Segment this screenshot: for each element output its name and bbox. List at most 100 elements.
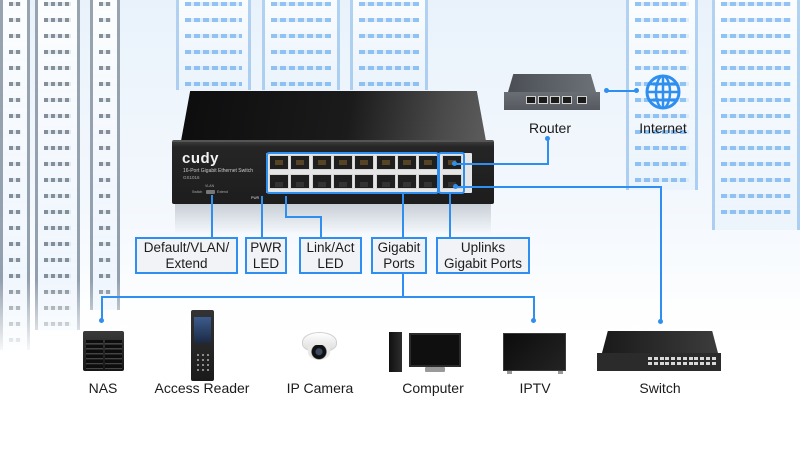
rack-shelf	[99, 162, 111, 166]
rack-shelf	[44, 2, 71, 6]
switch-port	[694, 357, 699, 360]
dip-switch-label: VLAN	[205, 184, 215, 188]
switch-port	[706, 362, 710, 365]
tv-screen	[503, 333, 566, 371]
rack-shelf	[44, 18, 71, 22]
rack-shelf	[271, 66, 331, 70]
connector-line	[285, 216, 322, 218]
rack-shelf	[44, 50, 71, 54]
connector-line	[211, 195, 213, 238]
rack-shelf	[44, 34, 71, 38]
rack-shelf	[359, 66, 419, 70]
callout-text: LED	[317, 255, 344, 271]
rack-shelf	[99, 178, 111, 182]
connector-dot	[452, 161, 457, 166]
rack-shelf	[44, 258, 71, 262]
connector-line	[320, 216, 322, 238]
connector-dot	[531, 318, 536, 323]
tv-leg	[558, 371, 563, 374]
rack-shelf	[99, 98, 111, 102]
gigabit-port	[354, 174, 375, 189]
nas-icon	[83, 331, 124, 371]
rack-shelf	[9, 242, 21, 246]
access-reader-icon	[191, 310, 214, 381]
gigabit-port	[311, 174, 332, 189]
switch-port	[665, 357, 670, 360]
tv-leg	[507, 371, 512, 374]
connector-dot	[604, 88, 609, 93]
drive-bay	[105, 355, 122, 359]
reader-screen	[194, 317, 211, 343]
connector-line	[660, 186, 662, 321]
callout-text: Gigabit	[377, 239, 421, 255]
rack-shelf	[99, 18, 111, 22]
rack-shelf	[9, 66, 21, 70]
rack-shelf	[9, 178, 21, 182]
switch-port	[671, 357, 676, 360]
rack-shelf	[9, 162, 21, 166]
connector-line	[285, 196, 287, 218]
callout-text: Link/Act	[306, 239, 355, 255]
rack-shelf	[44, 98, 71, 102]
rack-shelf	[185, 82, 242, 86]
switch-top	[602, 331, 718, 353]
keypad-key	[207, 369, 209, 371]
gigabit-port	[269, 155, 289, 170]
model-description: 16-Port Gigabit Ethernet Switch	[183, 168, 254, 174]
device-label-computer: Computer	[402, 380, 464, 396]
connector-line	[606, 90, 636, 92]
vlan-dip-switch[interactable]	[206, 190, 215, 194]
rack-shelf	[185, 66, 242, 70]
model-code: GS1016	[183, 175, 200, 180]
rack-shelf	[99, 2, 111, 6]
rack-shelf	[99, 194, 111, 198]
callout-link-act-led: Link/Act LED	[299, 237, 362, 274]
rack-shelf	[185, 50, 242, 54]
switch-port	[706, 357, 710, 360]
switch-port	[700, 362, 705, 365]
rack-shelf	[635, 34, 689, 38]
callout-text: LED	[252, 255, 280, 271]
connector-line	[101, 296, 535, 298]
router-port	[562, 96, 572, 104]
rack-shelf	[721, 34, 791, 38]
router-port	[577, 96, 587, 104]
switch-port	[682, 362, 687, 365]
switch-port	[711, 357, 716, 360]
callout-uplink-ports: Uplinks Gigabit Ports	[436, 237, 530, 274]
rack-shelf	[359, 18, 419, 22]
rack-shelf	[721, 130, 791, 134]
uplink-ports-frame	[438, 152, 465, 194]
callout-dip-switch: Default/VLAN/ Extend	[135, 237, 238, 274]
gigabit-port	[269, 174, 289, 189]
callout-gigabit-ports: Gigabit Ports	[371, 237, 427, 274]
rack-shelf	[635, 130, 689, 134]
main-switch-reflection	[175, 204, 491, 234]
gigabit-port	[354, 155, 375, 170]
router-port	[526, 96, 536, 104]
camera-lens	[308, 345, 330, 360]
rack-shelf	[721, 82, 791, 86]
connector-line	[547, 137, 549, 165]
switch-port	[653, 362, 658, 365]
server-rack	[626, 0, 698, 190]
callout-text: Ports	[383, 255, 415, 271]
rack-shelf	[185, 34, 242, 38]
rack-shelf	[44, 66, 71, 70]
keypad-key	[197, 364, 199, 366]
rack-shelf	[99, 66, 111, 70]
connector-line	[101, 296, 103, 320]
rack-shelf	[635, 178, 689, 182]
connector-dot	[658, 319, 663, 324]
rack-shelf	[44, 242, 71, 246]
gigabit-port	[332, 174, 353, 189]
rack-shelf	[635, 162, 689, 166]
rack-shelf	[9, 34, 21, 38]
drive-bay	[105, 360, 122, 364]
rack-shelf	[185, 2, 242, 6]
rack-shelf	[9, 18, 21, 22]
rack-shelf	[99, 274, 111, 278]
rack-shelf	[9, 2, 21, 6]
rack-shelf	[359, 82, 419, 86]
